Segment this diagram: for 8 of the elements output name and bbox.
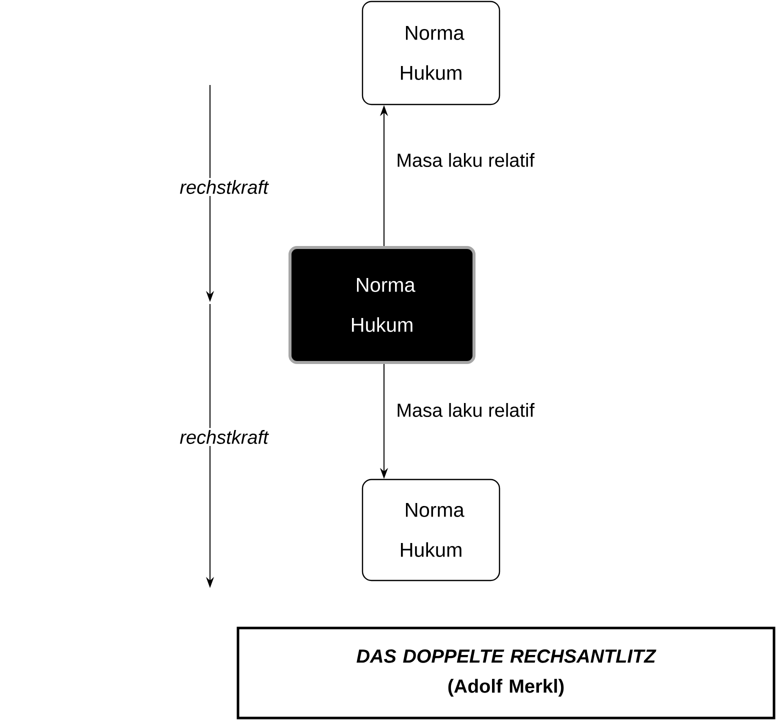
edge-label: Masa laku relatif bbox=[394, 401, 537, 419]
arrow-label: rechstkraft bbox=[178, 428, 270, 446]
arrow-label: rechstkraft bbox=[178, 178, 270, 196]
edge-label: Masa laku relatif bbox=[394, 151, 537, 169]
caption-box: DAS DOPPELTE RECHSANTLITZ (Adolf Merkl) bbox=[236, 626, 776, 720]
process-box: Norma Hukum bbox=[362, 0, 500, 106]
process-box: Norma Hukum bbox=[362, 478, 500, 582]
highlighted-box: Norma Hukum bbox=[288, 246, 476, 364]
